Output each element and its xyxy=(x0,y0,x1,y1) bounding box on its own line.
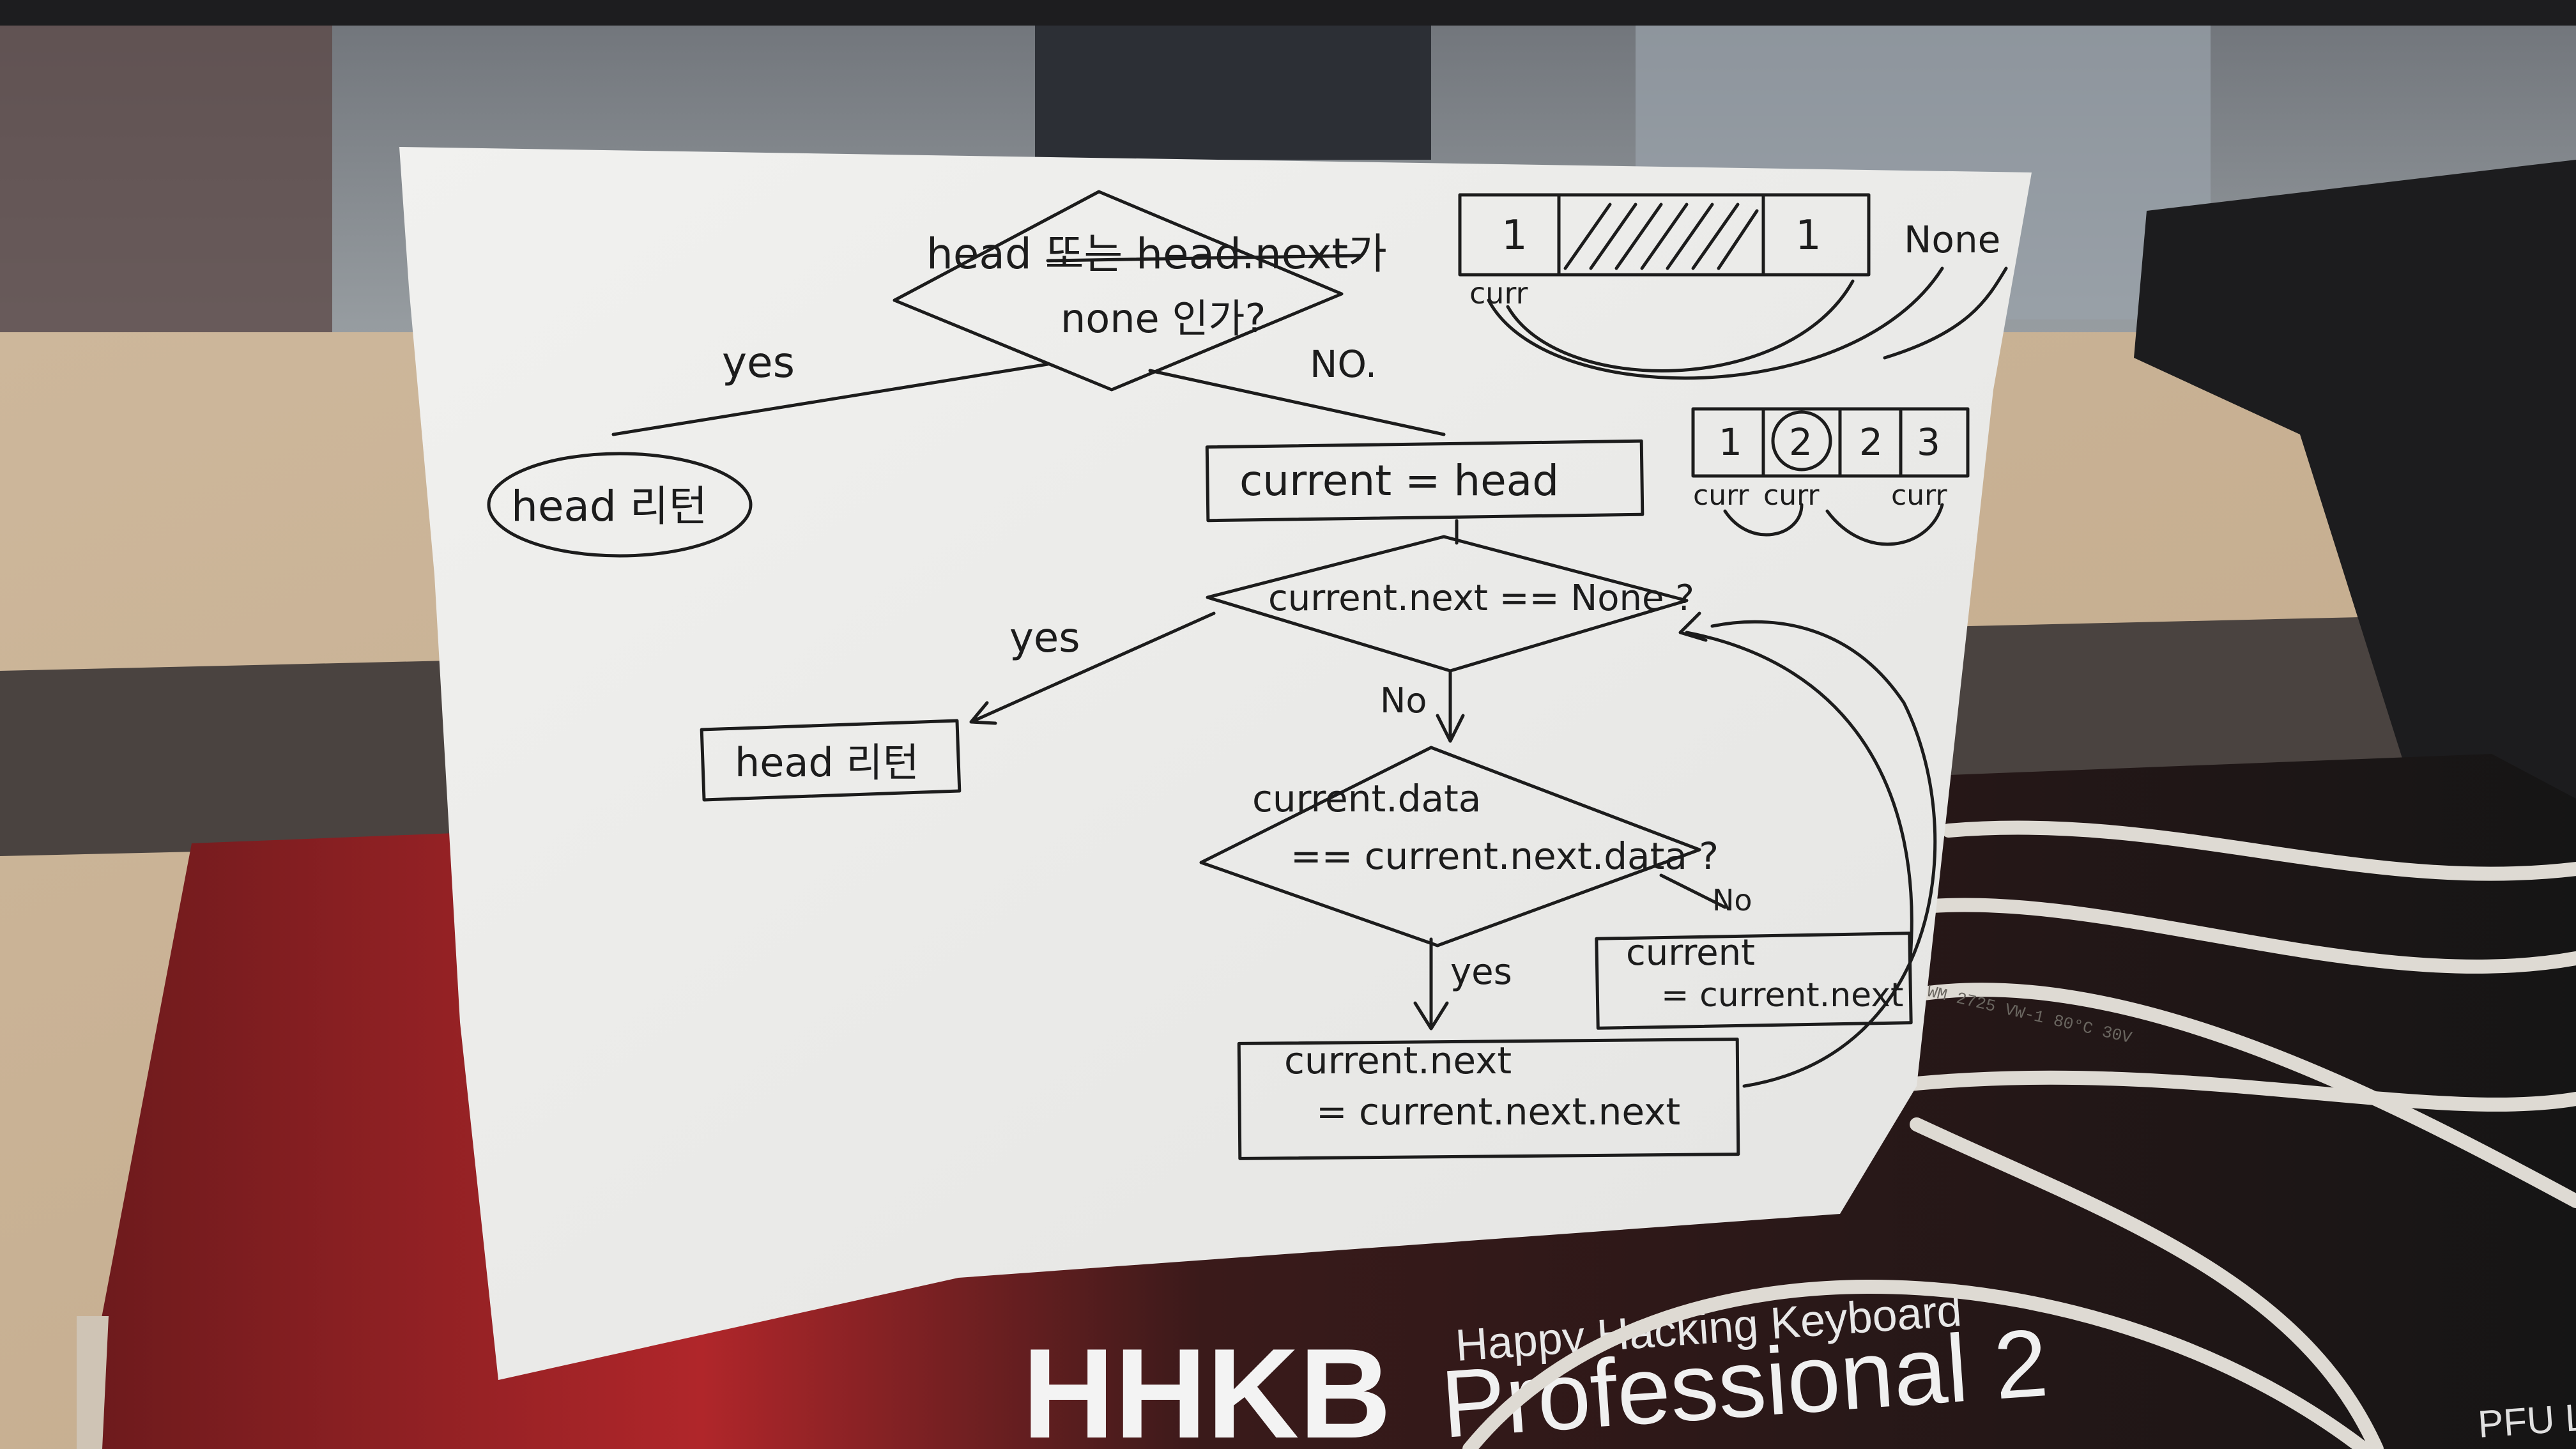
list-mid-item-1: 1 xyxy=(1719,420,1742,464)
no-small-label: No xyxy=(1712,883,1752,917)
loop-back-arrow xyxy=(1678,611,1913,960)
list-mid-curr-2: curr xyxy=(1763,479,1820,512)
hhkb-logo: HHKB xyxy=(1022,1322,1392,1449)
yes-left-arrow xyxy=(611,362,1050,436)
skip-next-line2: = current.next.next xyxy=(1316,1090,1680,1133)
advance-current-line2: = current.next xyxy=(1661,976,1903,1015)
no-right-label: NO. xyxy=(1310,342,1377,386)
list-top-item-1: 1 xyxy=(1501,212,1528,259)
decision-head-line2: none 인가? xyxy=(1061,295,1266,342)
none-label: None xyxy=(1904,218,2000,261)
loop-back-arrow-2 xyxy=(1710,620,1937,1088)
no-mid-label: No xyxy=(1380,680,1427,721)
list-top-item-2: 1 xyxy=(1795,212,1821,259)
strikethrough-mark xyxy=(1046,254,1363,263)
hhkb-maker: PFU L xyxy=(2476,1395,2576,1446)
no-right-arrow xyxy=(1148,369,1446,436)
advance-current-box xyxy=(1595,931,1913,1030)
list-mid-item-2: 2 xyxy=(1789,420,1813,464)
advance-current-line1: current xyxy=(1626,932,1755,974)
list-mid-curr-3: curr xyxy=(1891,479,1947,512)
list-mid-item-3: 2 xyxy=(1859,420,1883,464)
list-top-box xyxy=(1458,193,1871,277)
decision-next-none-label: current.next == None ? xyxy=(1268,578,1694,619)
yes-left-label: yes xyxy=(722,338,795,387)
paper-sheet xyxy=(399,147,2032,1380)
list-top-curr: curr xyxy=(1469,276,1528,310)
skip-next-line1: current.next xyxy=(1284,1039,1512,1082)
list-mid-item-4: 3 xyxy=(1917,420,1940,464)
list-mid-circle xyxy=(1771,410,1832,471)
yes-low-arrow xyxy=(1413,937,1449,1031)
flowchart: head 또는 head.next가 none 인가? yes head 리턴 … xyxy=(487,190,1937,1160)
yes-mid-arrow xyxy=(969,611,1216,725)
list-mid-curr-1: curr xyxy=(1693,479,1749,512)
keyboard-box-edge xyxy=(77,1316,109,1449)
list-top-arrows xyxy=(1487,266,2008,380)
decision-head-line1: head 또는 head.next가 xyxy=(926,229,1387,279)
decision-head-diamond xyxy=(893,190,1344,392)
skip-next-box xyxy=(1237,1038,1740,1160)
return-head-circle-label: head 리턴 xyxy=(511,482,707,531)
assign-current-box xyxy=(1205,439,1644,523)
decision-data-line2: == current.next.data ? xyxy=(1291,834,1719,878)
return-head-box-label: head 리턴 xyxy=(735,739,919,786)
monitor-bezel xyxy=(0,0,2576,26)
yes-mid-label: yes xyxy=(1009,615,1080,662)
list-top-scribble xyxy=(1563,203,1759,270)
no-mid-arrow xyxy=(1436,669,1465,743)
monitor-stand xyxy=(2134,160,2576,799)
return-head-circle xyxy=(487,452,753,558)
list-mid-arrows xyxy=(1723,503,1944,546)
decision-next-none-diamond xyxy=(1206,535,1689,673)
return-head-box xyxy=(700,719,962,802)
linked-list-sketch: 1 1 curr None 1 2 2 3 curr curr curr xyxy=(1458,193,2008,546)
yes-low-label: yes xyxy=(1450,951,1512,993)
assign-current-label: current = head xyxy=(1239,456,1559,505)
decision-data-diamond xyxy=(1199,746,1701,947)
usb-cables xyxy=(1462,820,2576,1449)
decision-data-line1: current.data xyxy=(1252,777,1481,820)
background-person xyxy=(0,0,332,332)
no-small-arrow xyxy=(1659,873,1727,909)
background-chair xyxy=(1035,26,1431,160)
list-mid-box xyxy=(1691,407,1970,478)
